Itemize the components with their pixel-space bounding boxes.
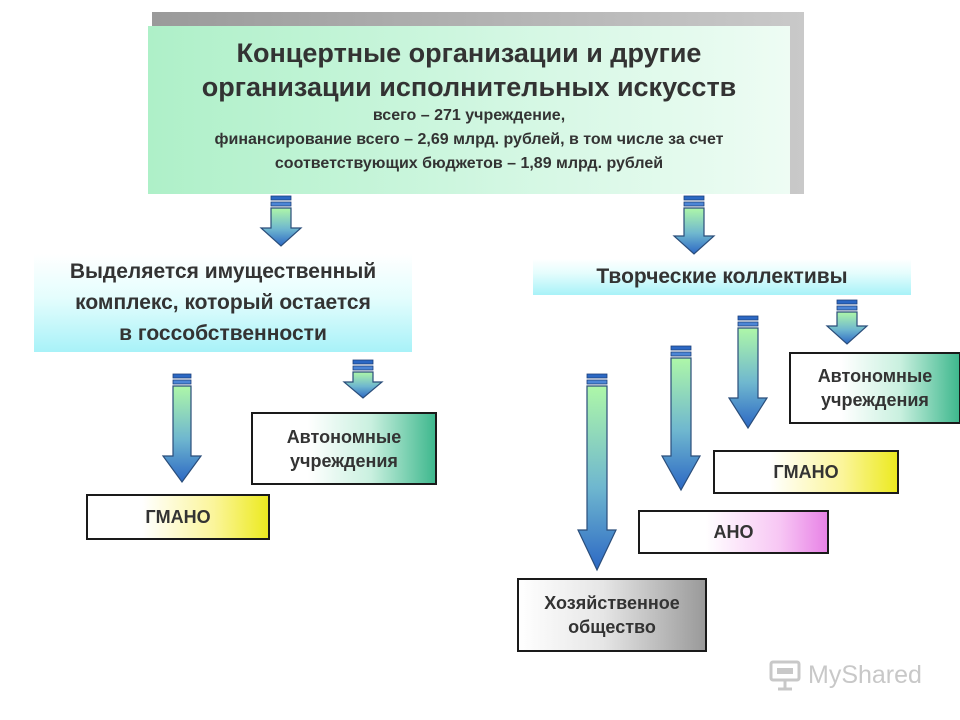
ano-box: АНО xyxy=(638,510,829,554)
left-autonomous-institutions-box: Автономные учреждения xyxy=(251,412,437,485)
main-title-line-1: Концертные организации и другие xyxy=(236,38,702,68)
company-line-2: общество xyxy=(568,617,656,637)
right-gmano-arrow xyxy=(727,315,769,430)
main-title-line-2: организации исполнительных искусств xyxy=(201,72,737,102)
left-short-arrow xyxy=(342,359,384,399)
main-organizations-box: Концертные организации и другие организа… xyxy=(148,26,790,194)
top-left-arrow xyxy=(259,195,303,247)
company-line-1: Хозяйственное xyxy=(544,593,680,613)
right-autonomous-line-1: Автономные xyxy=(817,366,933,386)
creative-teams-heading: Творческие коллективы xyxy=(533,259,911,295)
right-company-arrow xyxy=(577,373,617,572)
myshared-watermark: MyShared xyxy=(768,657,948,693)
state-property-line-1: Выделяется имущественный xyxy=(69,260,377,283)
summary-total: всего – 271 учреждение, xyxy=(372,107,566,124)
right-autonomous-line-2: учреждения xyxy=(821,390,929,410)
right-ano-arrow xyxy=(660,345,702,492)
top-right-arrow xyxy=(672,195,716,255)
right-gmano-box: ГМАНО xyxy=(713,450,899,494)
left-gmano-box: ГМАНО xyxy=(86,494,270,540)
summary-budgets: соответствующих бюджетов – 1,89 млрд. ру… xyxy=(274,155,664,172)
left-autonomous-line-1: Автономные xyxy=(286,426,402,447)
watermark-text: MyShared xyxy=(808,660,922,689)
left-autonomous-line-2: учреждения xyxy=(290,450,398,471)
right-auto-arrow xyxy=(825,299,869,345)
business-company-box: Хозяйственное общество xyxy=(517,578,707,652)
state-property-line-3: в госсобственности xyxy=(119,322,327,345)
summary-financing: финансирование всего – 2,69 млрд. рублей… xyxy=(214,131,724,148)
left-long-arrow xyxy=(161,373,203,484)
presentation-board-icon xyxy=(769,660,801,691)
state-property-line-2: комплекс, который остается xyxy=(75,291,371,314)
state-property-heading: Выделяется имущественный комплекс, котор… xyxy=(34,254,412,352)
